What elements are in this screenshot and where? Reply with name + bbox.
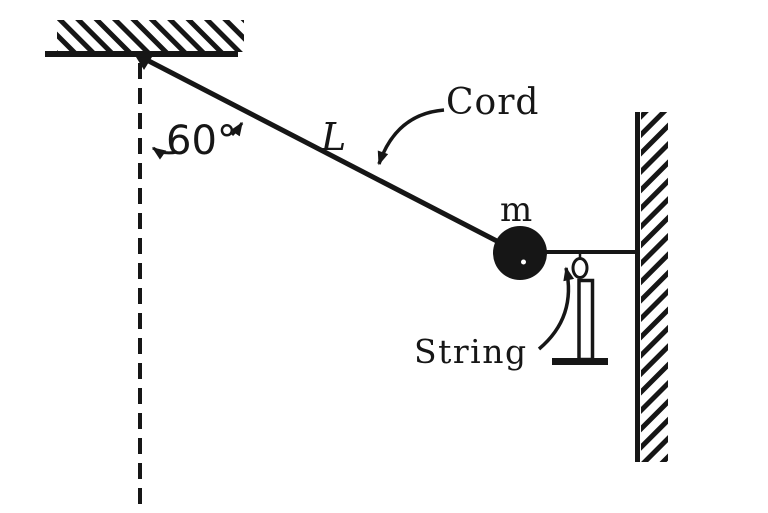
wall-hatch xyxy=(641,112,668,462)
angle-label: 60° xyxy=(166,118,237,164)
candle-flame-icon xyxy=(571,257,589,279)
cord-line xyxy=(141,55,520,255)
angle-arrow-left-icon xyxy=(151,146,178,160)
mass-label: m xyxy=(500,190,533,230)
string-arrow-icon xyxy=(537,266,575,351)
cord-label: Cord xyxy=(446,82,540,123)
string-label: String xyxy=(414,332,528,371)
ceiling-hatch xyxy=(57,20,244,52)
candle-body xyxy=(577,278,595,362)
angle-arrow-right-icon xyxy=(230,121,244,137)
mass-ball xyxy=(493,226,547,280)
cord-arrow-icon xyxy=(377,108,445,166)
mass-ball-highlight xyxy=(521,259,526,265)
length-label: L xyxy=(321,115,347,159)
